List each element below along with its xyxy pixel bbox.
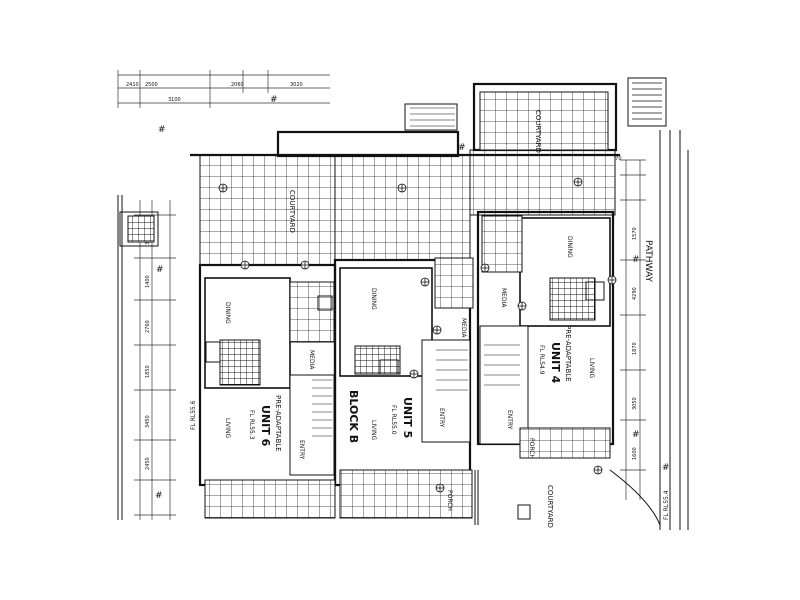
left-dimension-string: 3300 1400 2760 1850 3450 2450 FL RL55.6 … <box>119 200 197 520</box>
unit6-living: LIVING <box>224 418 231 438</box>
unit5-name: UNIT 5 <box>401 397 414 438</box>
porch-4-label: PORCH <box>528 438 535 459</box>
courtyard-label-1: COURTYARD <box>288 190 296 233</box>
unit5-entry: ENTRY <box>438 408 445 428</box>
unit-5: DINING LIVING MEDIA ENTRY UNIT 5 FL RL55… <box>339 257 474 519</box>
dim-top-4: 2060 <box>231 82 244 88</box>
unit4-level: FL RL54.9 <box>538 345 545 375</box>
courtyard-label-2: COURTYARD <box>534 110 542 153</box>
grid-marker-3: # <box>458 143 466 153</box>
grid-marker-4: # <box>156 265 164 275</box>
unit4-dining: DINING <box>566 236 573 258</box>
courtyard-bottom: COURTYARD <box>474 469 661 528</box>
top-dimension-string: 2410 2500 3100 2060 3020 # # # <box>117 70 466 153</box>
unit4-pre-adaptable: PRE-ADAPTABLE <box>564 325 572 382</box>
dim-left-5: 3450 <box>145 415 151 428</box>
grid-marker-2: # <box>158 125 166 135</box>
unit6-entry: ENTRY <box>298 440 305 460</box>
dim-top-3: 3100 <box>168 97 181 103</box>
unit4-entry: ENTRY <box>506 410 513 430</box>
unit6-pre-adaptable: PRE-ADAPTABLE <box>274 395 282 452</box>
dim-right-3: 4290 <box>632 287 638 300</box>
grid-marker-1: # <box>270 95 278 105</box>
dim-right-6: 1600 <box>632 447 638 460</box>
dim-left-3: 2760 <box>145 320 151 333</box>
dim-top-5: 3020 <box>290 82 303 88</box>
dim-right-5: 3050 <box>632 397 638 410</box>
unit4-media: MEDIA <box>500 288 507 308</box>
unit6-dining: DINING <box>224 302 231 324</box>
dim-left-6: 2450 <box>145 457 151 470</box>
dim-left-2: 1400 <box>145 275 151 288</box>
unit5-level: FL RL55.0 <box>390 405 397 435</box>
block-label: BLOCK B <box>347 390 360 443</box>
right-dimension-string: 270 1570 4290 1870 3050 1600 FL RL55.4 P… <box>612 156 670 520</box>
dim-top-1: 2410 <box>126 82 139 88</box>
courtyard-paving-top: COURTYARD COURTYARD <box>190 82 620 266</box>
dim-right-4: 1870 <box>632 342 638 355</box>
grid-marker-8: # <box>662 463 670 473</box>
unit-6: DINING LIVING MEDIA ENTRY PRE-ADAPTABLE … <box>204 277 336 519</box>
dim-left-4: 1850 <box>145 365 151 378</box>
light-fittings <box>218 177 617 493</box>
porch-5-label: PORCH <box>446 490 453 511</box>
top-stair <box>404 77 667 131</box>
level-left: FL RL55.6 <box>190 400 197 430</box>
pathway-label: PATHWAY <box>643 240 653 282</box>
dim-right-2: 1570 <box>632 227 638 240</box>
unit6-level: FL RL55.3 <box>248 410 255 440</box>
unit4-name: UNIT 4 <box>549 342 562 384</box>
unit5-dining: DINING <box>370 288 377 310</box>
dim-right-1: 270 <box>612 156 622 162</box>
unit5-media: MEDIA <box>460 318 467 338</box>
unit6-name: UNIT 6 <box>259 405 272 447</box>
courtyard-label-3: COURTYARD <box>546 485 554 528</box>
unit-4: DINING LIVING MEDIA ENTRY PRE-ADAPTABLE … <box>479 215 611 459</box>
dim-top-2: 2500 <box>145 82 158 88</box>
grid-marker-6: # <box>632 255 640 265</box>
unit5-living: LIVING <box>370 420 377 440</box>
grid-marker-5: # <box>155 491 163 501</box>
unit6-media: MEDIA <box>308 350 315 370</box>
level-right: FL RL55.4 <box>663 490 670 520</box>
grid-marker-7: # <box>632 430 640 440</box>
site-boundary <box>117 130 689 530</box>
unit4-living: LIVING <box>588 358 595 378</box>
